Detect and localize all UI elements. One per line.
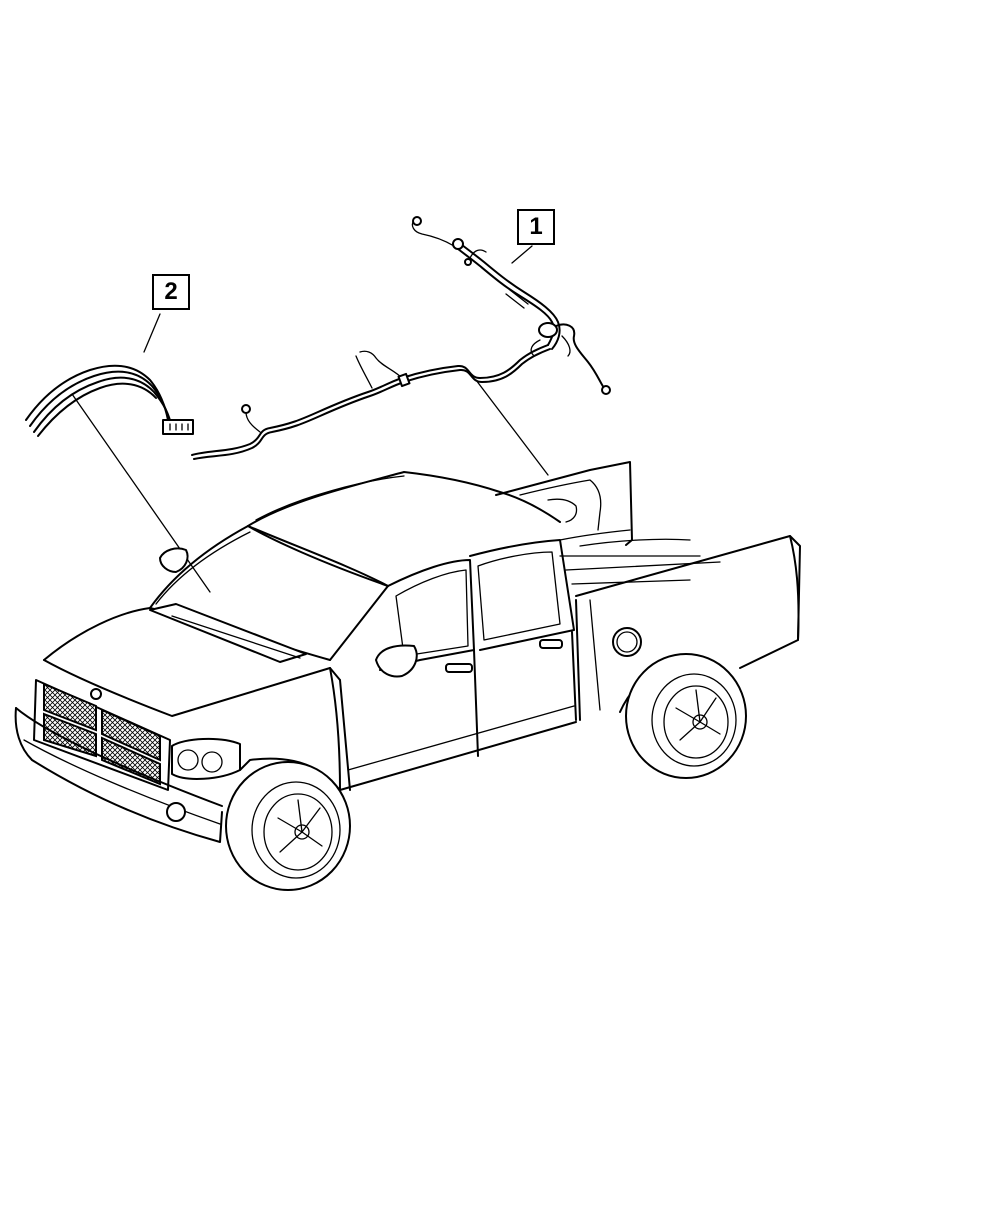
pickup-truck	[14, 461, 801, 843]
wiring-harness-1	[191, 216, 611, 476]
callout-label-1: 1	[517, 209, 555, 245]
callout-label-2: 2	[152, 274, 190, 310]
front-wheel	[225, 761, 351, 891]
rear-wheel	[625, 653, 747, 779]
